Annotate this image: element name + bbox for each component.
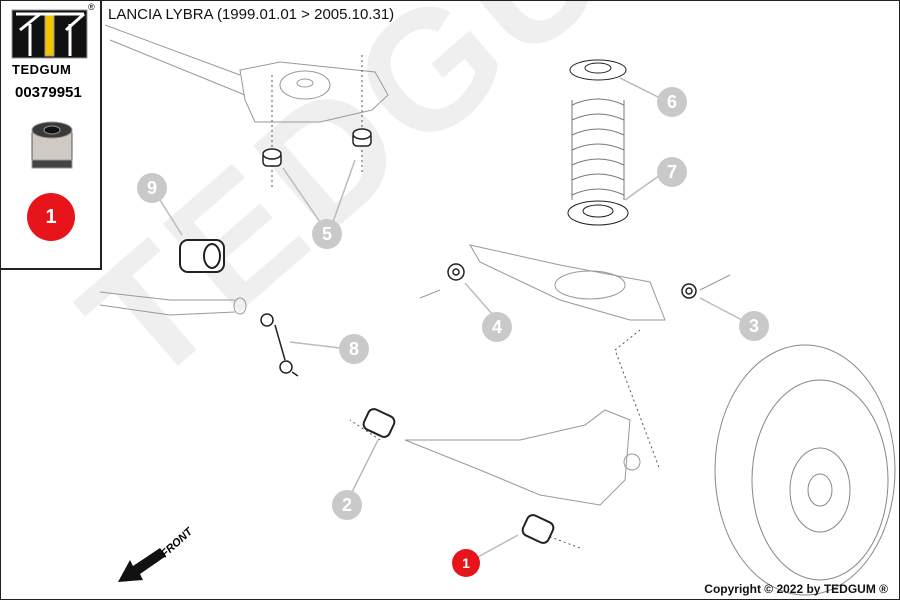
callout-6[interactable]: 6 — [657, 87, 687, 117]
position-badge: 1 — [27, 193, 75, 241]
bushing-2 — [362, 408, 396, 438]
callout-8[interactable]: 8 — [339, 334, 369, 364]
upper-control-arm — [419, 244, 731, 471]
callout-3[interactable]: 3 — [739, 311, 769, 341]
lower-control-arm — [349, 409, 641, 549]
callout-1-highlighted[interactable]: 1 — [452, 549, 480, 577]
coil-spring — [567, 59, 629, 226]
bushing-5b — [352, 128, 372, 147]
link-8 — [260, 313, 299, 377]
bushing-3 — [681, 283, 697, 299]
bushing-product-image — [31, 121, 73, 169]
bushing-1 — [521, 514, 555, 544]
page-title: LANCIA LYBRA (1999.01.01 > 2005.10.31) — [108, 6, 395, 23]
callout-2[interactable]: 2 — [332, 490, 362, 520]
wheel — [714, 344, 896, 596]
part-info-panel: ® TEDGUM 00379951 1 — [0, 0, 102, 270]
callout-7[interactable]: 7 — [657, 157, 687, 187]
brand-name: TEDGUM — [12, 62, 72, 77]
callout-4[interactable]: 4 — [482, 312, 512, 342]
bushing-9 — [179, 239, 225, 273]
front-arrow-icon — [118, 548, 166, 582]
bushing-4 — [447, 263, 465, 281]
subframe-mount — [104, 24, 389, 190]
callout-5[interactable]: 5 — [312, 219, 342, 249]
stabilizer-bar — [99, 291, 247, 316]
tedgum-logo — [11, 9, 88, 59]
copyright: Copyright © 2022 by TEDGUM ® — [704, 582, 888, 596]
registered-mark: ® — [88, 2, 95, 12]
bushing-5a — [262, 148, 282, 167]
callout-leaders — [159, 77, 743, 558]
callout-9[interactable]: 9 — [137, 173, 167, 203]
part-number: 00379951 — [15, 84, 82, 101]
